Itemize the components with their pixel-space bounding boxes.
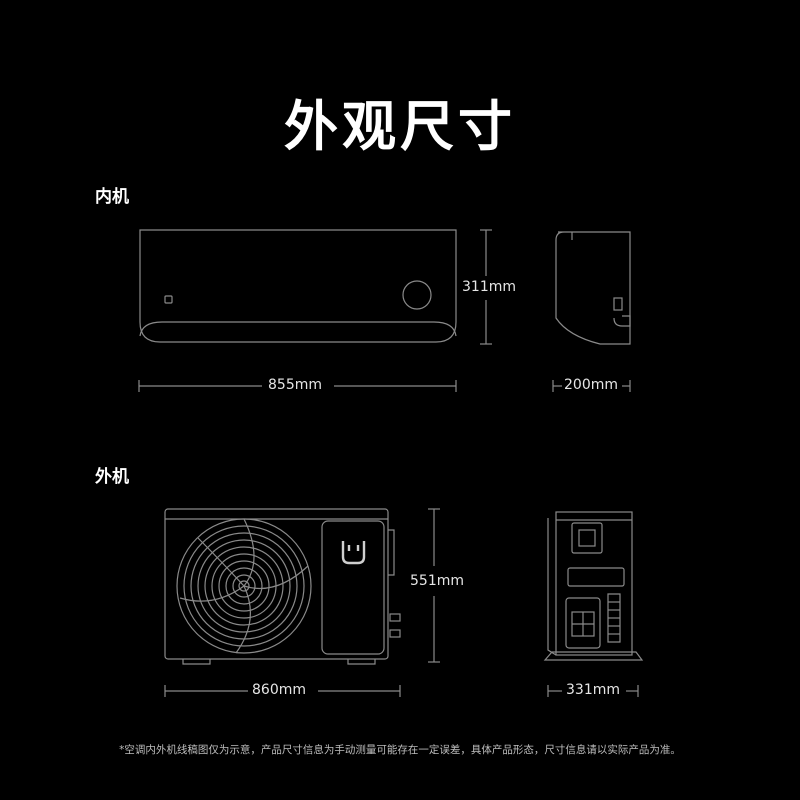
indoor-unit-label: 内机 xyxy=(95,187,129,207)
outdoor-width-dimension xyxy=(164,685,401,697)
outdoor-unit-label: 外机 xyxy=(95,467,129,487)
indoor-height-label: 311mm xyxy=(462,279,516,295)
indoor-depth-label: 200mm xyxy=(564,377,618,393)
outdoor-unit-side-view xyxy=(543,511,644,661)
outdoor-depth-dimension xyxy=(547,685,639,697)
indoor-unit-side-view xyxy=(555,231,631,345)
outdoor-height-dimension xyxy=(428,508,440,663)
page-title: 外观尺寸 xyxy=(284,95,516,158)
mijia-logo-icon xyxy=(341,541,366,565)
outdoor-width-label: 860mm xyxy=(252,682,306,698)
outdoor-height-label: 551mm xyxy=(410,573,464,589)
indoor-unit-front-view xyxy=(139,229,457,343)
mi-logo-icon xyxy=(164,295,173,304)
indoor-width-dimension xyxy=(138,380,457,392)
outdoor-unit-front-view xyxy=(164,508,401,665)
indoor-depth-dimension xyxy=(552,380,631,392)
fan-grille-icon xyxy=(176,518,312,654)
indoor-height-dimension xyxy=(480,229,492,345)
outdoor-depth-label: 331mm xyxy=(566,682,620,698)
indoor-width-label: 855mm xyxy=(268,377,322,393)
disclaimer-footnote: *空调内外机线稿图仅为示意，产品尺寸信息为手动测量可能存在一定误差，具体产品形态… xyxy=(119,744,681,756)
